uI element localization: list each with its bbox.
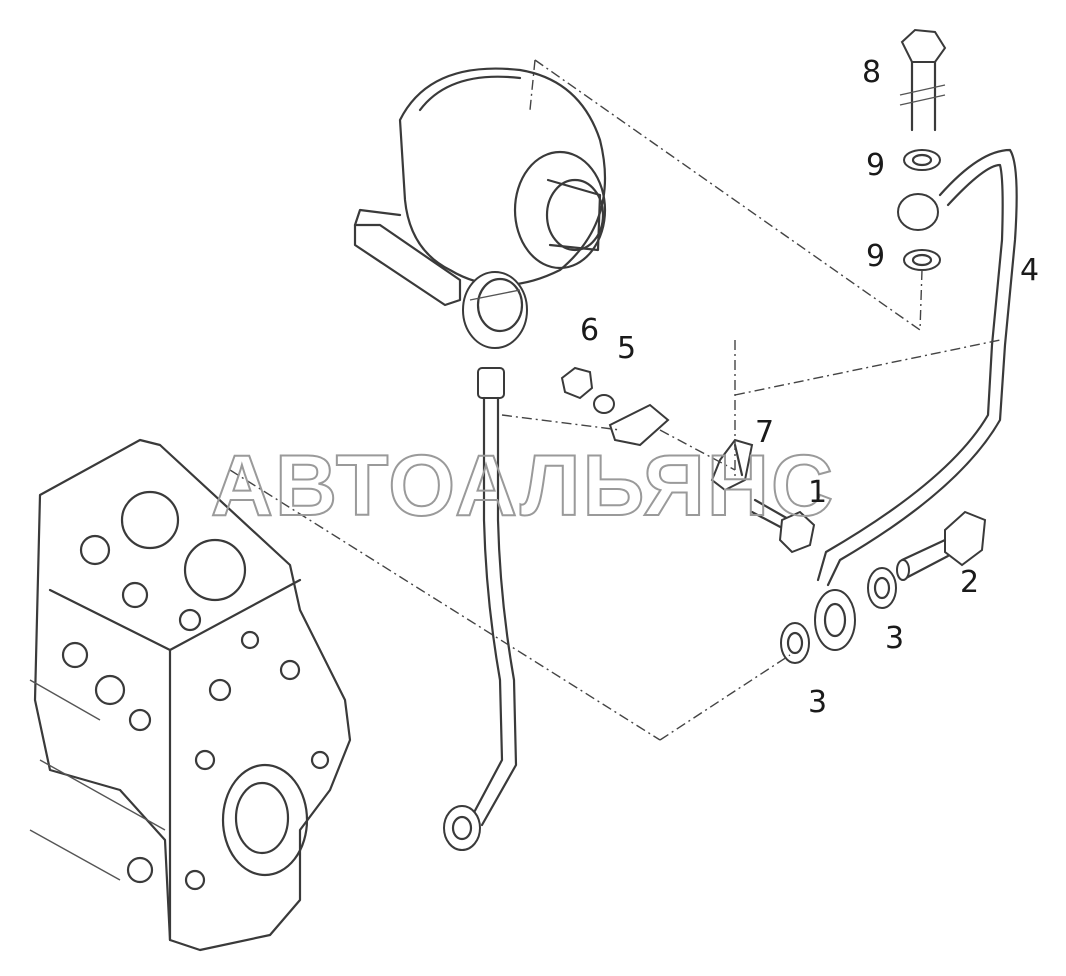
callout-7: 7: [755, 415, 774, 450]
callout-3-left: 3: [808, 685, 827, 720]
callout-9-upper: 9: [866, 148, 885, 183]
washer-9-lower: [903, 249, 941, 271]
callout-3-right: 3: [885, 621, 904, 656]
nut-6: [560, 366, 594, 400]
oil-return-pipe: [443, 367, 518, 851]
washer-3-right: [867, 567, 897, 609]
callout-8: 8: [862, 55, 881, 90]
callout-6: 6: [580, 313, 599, 348]
engine-block: [29, 438, 352, 952]
watermark-text: АВТОАЛЬЯНС: [211, 438, 835, 534]
callout-1: 1: [808, 475, 827, 510]
turbocharger: [353, 67, 607, 349]
callout-4: 4: [1020, 253, 1039, 288]
washer-5: [593, 394, 615, 414]
bracket-7: [608, 403, 754, 492]
callout-5: 5: [617, 331, 636, 366]
bolt-8: [899, 28, 947, 132]
fitting-2: [896, 510, 987, 581]
washer-9-upper: [903, 149, 941, 171]
leader-lines: [229, 59, 1001, 741]
callout-9-lower: 9: [866, 239, 885, 274]
washer-3-left: [780, 622, 810, 664]
oil-feed-pipe: [814, 148, 1018, 651]
bolt-1: [750, 498, 816, 554]
callout-2: 2: [960, 565, 979, 600]
